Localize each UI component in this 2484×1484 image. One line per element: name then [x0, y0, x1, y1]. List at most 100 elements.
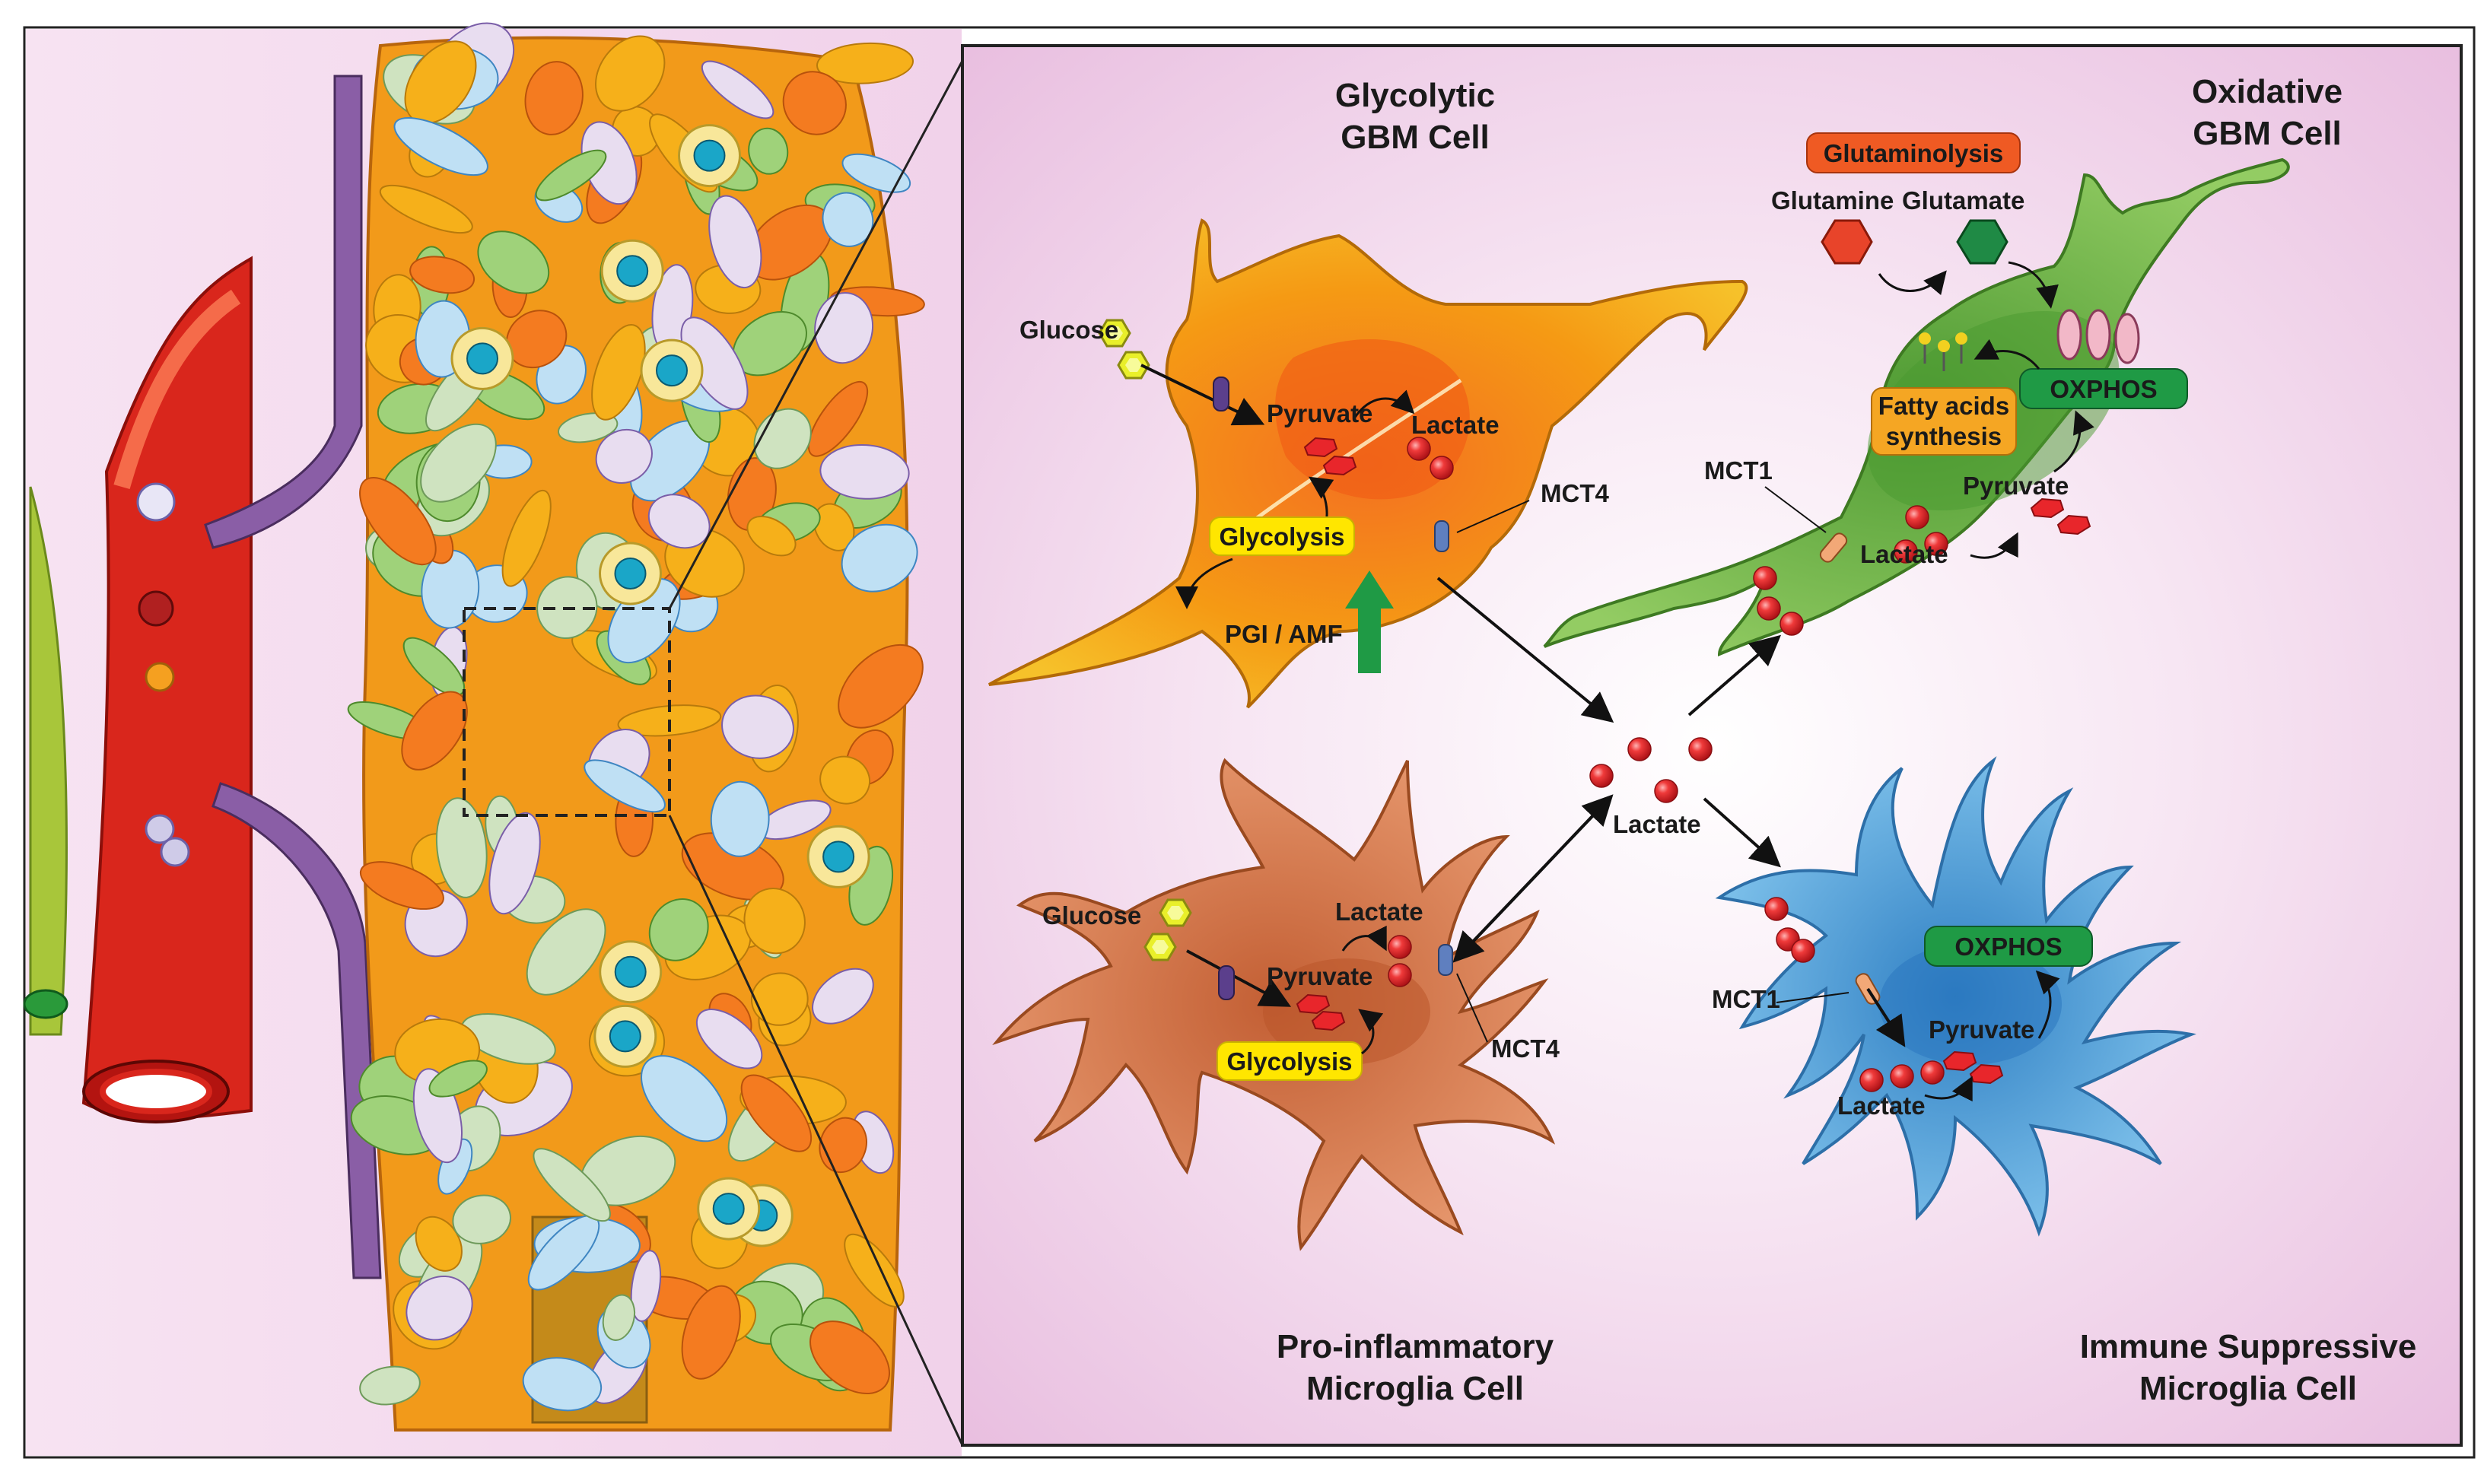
- glut-transporter-icon: [1218, 965, 1235, 1000]
- tissue-cell: [641, 1055, 728, 1142]
- glutaminolysis-pill: Glutaminolysis: [1806, 132, 2021, 173]
- tissue-cell-nucleus: [616, 255, 649, 288]
- tissue-cell: [681, 1285, 741, 1380]
- purple-vessel-wall-bottom: [212, 782, 382, 1279]
- glycolytic-internals: [1098, 319, 1530, 609]
- title-proinflammatory-line1: Pro-inflammatory: [1277, 1328, 1554, 1365]
- fatty-acids-pill: Fatty acids synthesis: [1871, 387, 2017, 456]
- tissue-cell-nucleus: [822, 841, 855, 873]
- tissue-cell: [524, 61, 584, 135]
- tumor-tissue-panel: [23, 22, 962, 1456]
- tissue-cell: [535, 149, 607, 202]
- oxidative-pyruvate-label: Pyruvate: [1963, 472, 2069, 500]
- tissue-cell: [379, 184, 473, 234]
- glycolysis-pill-glycolytic: Glycolysis: [1209, 516, 1355, 556]
- tissue-cell: [809, 1320, 890, 1395]
- glycolytic-gbm-cell: [988, 218, 1748, 709]
- proinflammatory-lactate-label: Lactate: [1335, 898, 1423, 926]
- glutamate-label: Glutamate: [1902, 186, 2024, 214]
- glutaminolysis-label: Glutaminolysis: [1824, 139, 2004, 167]
- glycolysis-pill-label: Glycolysis: [1219, 523, 1344, 551]
- tissue-cell: [750, 972, 809, 1026]
- title-oxidative-line2: GBM Cell: [2193, 115, 2342, 152]
- figure-frame: [23, 26, 2476, 1459]
- fatty-acids-line1: Fatty acids: [1878, 392, 2009, 420]
- mct4-transporter-icon: [1434, 520, 1449, 552]
- tissue-cell: [602, 1294, 636, 1341]
- tissue-cell: [428, 1060, 488, 1098]
- immunesuppressive-microglia-cell: [1715, 756, 2196, 1237]
- tissue-cell-nucleus: [609, 1020, 641, 1053]
- tissue-cell: [488, 812, 541, 915]
- tissue-cell: [816, 42, 914, 84]
- zoom-line-bottom: [668, 815, 964, 1446]
- tissue-cell: [721, 694, 794, 759]
- glycolytic-mct4-label: MCT4: [1541, 479, 1609, 507]
- tissue-cell: [841, 523, 918, 593]
- tissue-cell: [819, 755, 871, 805]
- tissue-cell: [359, 476, 437, 566]
- central-lactate-label: Lactate: [1613, 810, 1701, 838]
- glucose-icon: [1159, 898, 1192, 927]
- oxphos-label-immunesuppressive: OXPHOS: [1954, 933, 2062, 961]
- title-immunesuppressive-line2: Microglia Cell: [2139, 1370, 2357, 1407]
- immunesuppressive-pyruvate-label: Pyruvate: [1929, 1015, 2034, 1044]
- tissue-cell: [740, 1074, 813, 1152]
- glycolysis-pill-proinflammatory: Glycolysis: [1217, 1041, 1363, 1081]
- tissue-cell-nucleus: [693, 139, 726, 172]
- arrow-mct4-to-lactate: [1436, 577, 1614, 723]
- fatty-acids-line2: synthesis: [1886, 422, 2002, 450]
- tissue-cell: [533, 1148, 611, 1222]
- tissue-cell-nucleus: [656, 354, 688, 387]
- tissue-cell: [401, 691, 468, 771]
- tissue-cell: [402, 637, 466, 697]
- glutamine-label: Glutamine: [1771, 186, 1894, 214]
- tissue-cell: [648, 898, 709, 961]
- tissue-cell: [822, 192, 874, 247]
- zoom-region-box: [463, 607, 671, 817]
- oxidative-lactate-label: Lactate: [1860, 540, 1948, 568]
- tissue-cell-nucleus: [466, 342, 498, 375]
- tissue-cell: [695, 1009, 763, 1069]
- tissue-cell: [812, 968, 874, 1025]
- glycolysis-pill-label: Glycolysis: [1226, 1047, 1352, 1076]
- arrow-lactate-to-oxidative: [1687, 634, 1782, 717]
- purple-vessel-wall-top: [204, 75, 363, 549]
- zoom-panel: [961, 44, 2463, 1447]
- tissue-cell: [743, 887, 806, 955]
- arrow-lactate-to-immunesuppressive: [1703, 797, 1781, 868]
- title-oxidative-line1: Oxidative: [2192, 73, 2342, 110]
- proinflammatory-mct4-label: MCT4: [1491, 1034, 1560, 1063]
- tissue-cell: [710, 780, 770, 857]
- glycolytic-glucose-label: Glucose: [1019, 316, 1118, 344]
- tissue-cell: [595, 428, 653, 484]
- proinflammatory-glucose-label: Glucose: [1042, 901, 1141, 929]
- tissue-cell: [477, 230, 550, 294]
- immunesuppressive-lactate-label: Lactate: [1837, 1092, 1926, 1120]
- tissue-cell: [435, 797, 488, 898]
- glutamine-icon: [1821, 219, 1873, 265]
- tissue-cell: [526, 908, 606, 996]
- oxphos-pill-oxidative: OXPHOS: [2019, 368, 2188, 409]
- glut-transporter-icon: [1213, 377, 1229, 412]
- title-glycolytic-line1: Glycolytic: [1335, 77, 1495, 114]
- tissue-cell: [409, 256, 475, 294]
- tissue-cell: [522, 1357, 603, 1412]
- tissue-cell: [746, 515, 797, 557]
- glucose-icon: [1143, 933, 1177, 961]
- glutamate-icon: [1956, 219, 2009, 265]
- tissue-cell: [501, 489, 552, 587]
- tissue-cell: [594, 35, 666, 112]
- tissue-cell: [782, 71, 847, 135]
- tissue-cell: [708, 195, 762, 289]
- tissue-cell: [584, 759, 666, 813]
- lipid-droplets-icon: [1919, 332, 1967, 371]
- glycolytic-pyruvate-label: Pyruvate: [1267, 399, 1372, 427]
- tumor-cells-cluster: [347, 22, 925, 1412]
- zoom-line-top: [668, 60, 964, 609]
- tissue-cell: [807, 380, 869, 457]
- tissue-cell: [393, 117, 488, 176]
- mct4-transporter-icon: [1438, 944, 1453, 976]
- tissue-cell: [406, 1275, 473, 1341]
- tissue-cell: [359, 861, 444, 910]
